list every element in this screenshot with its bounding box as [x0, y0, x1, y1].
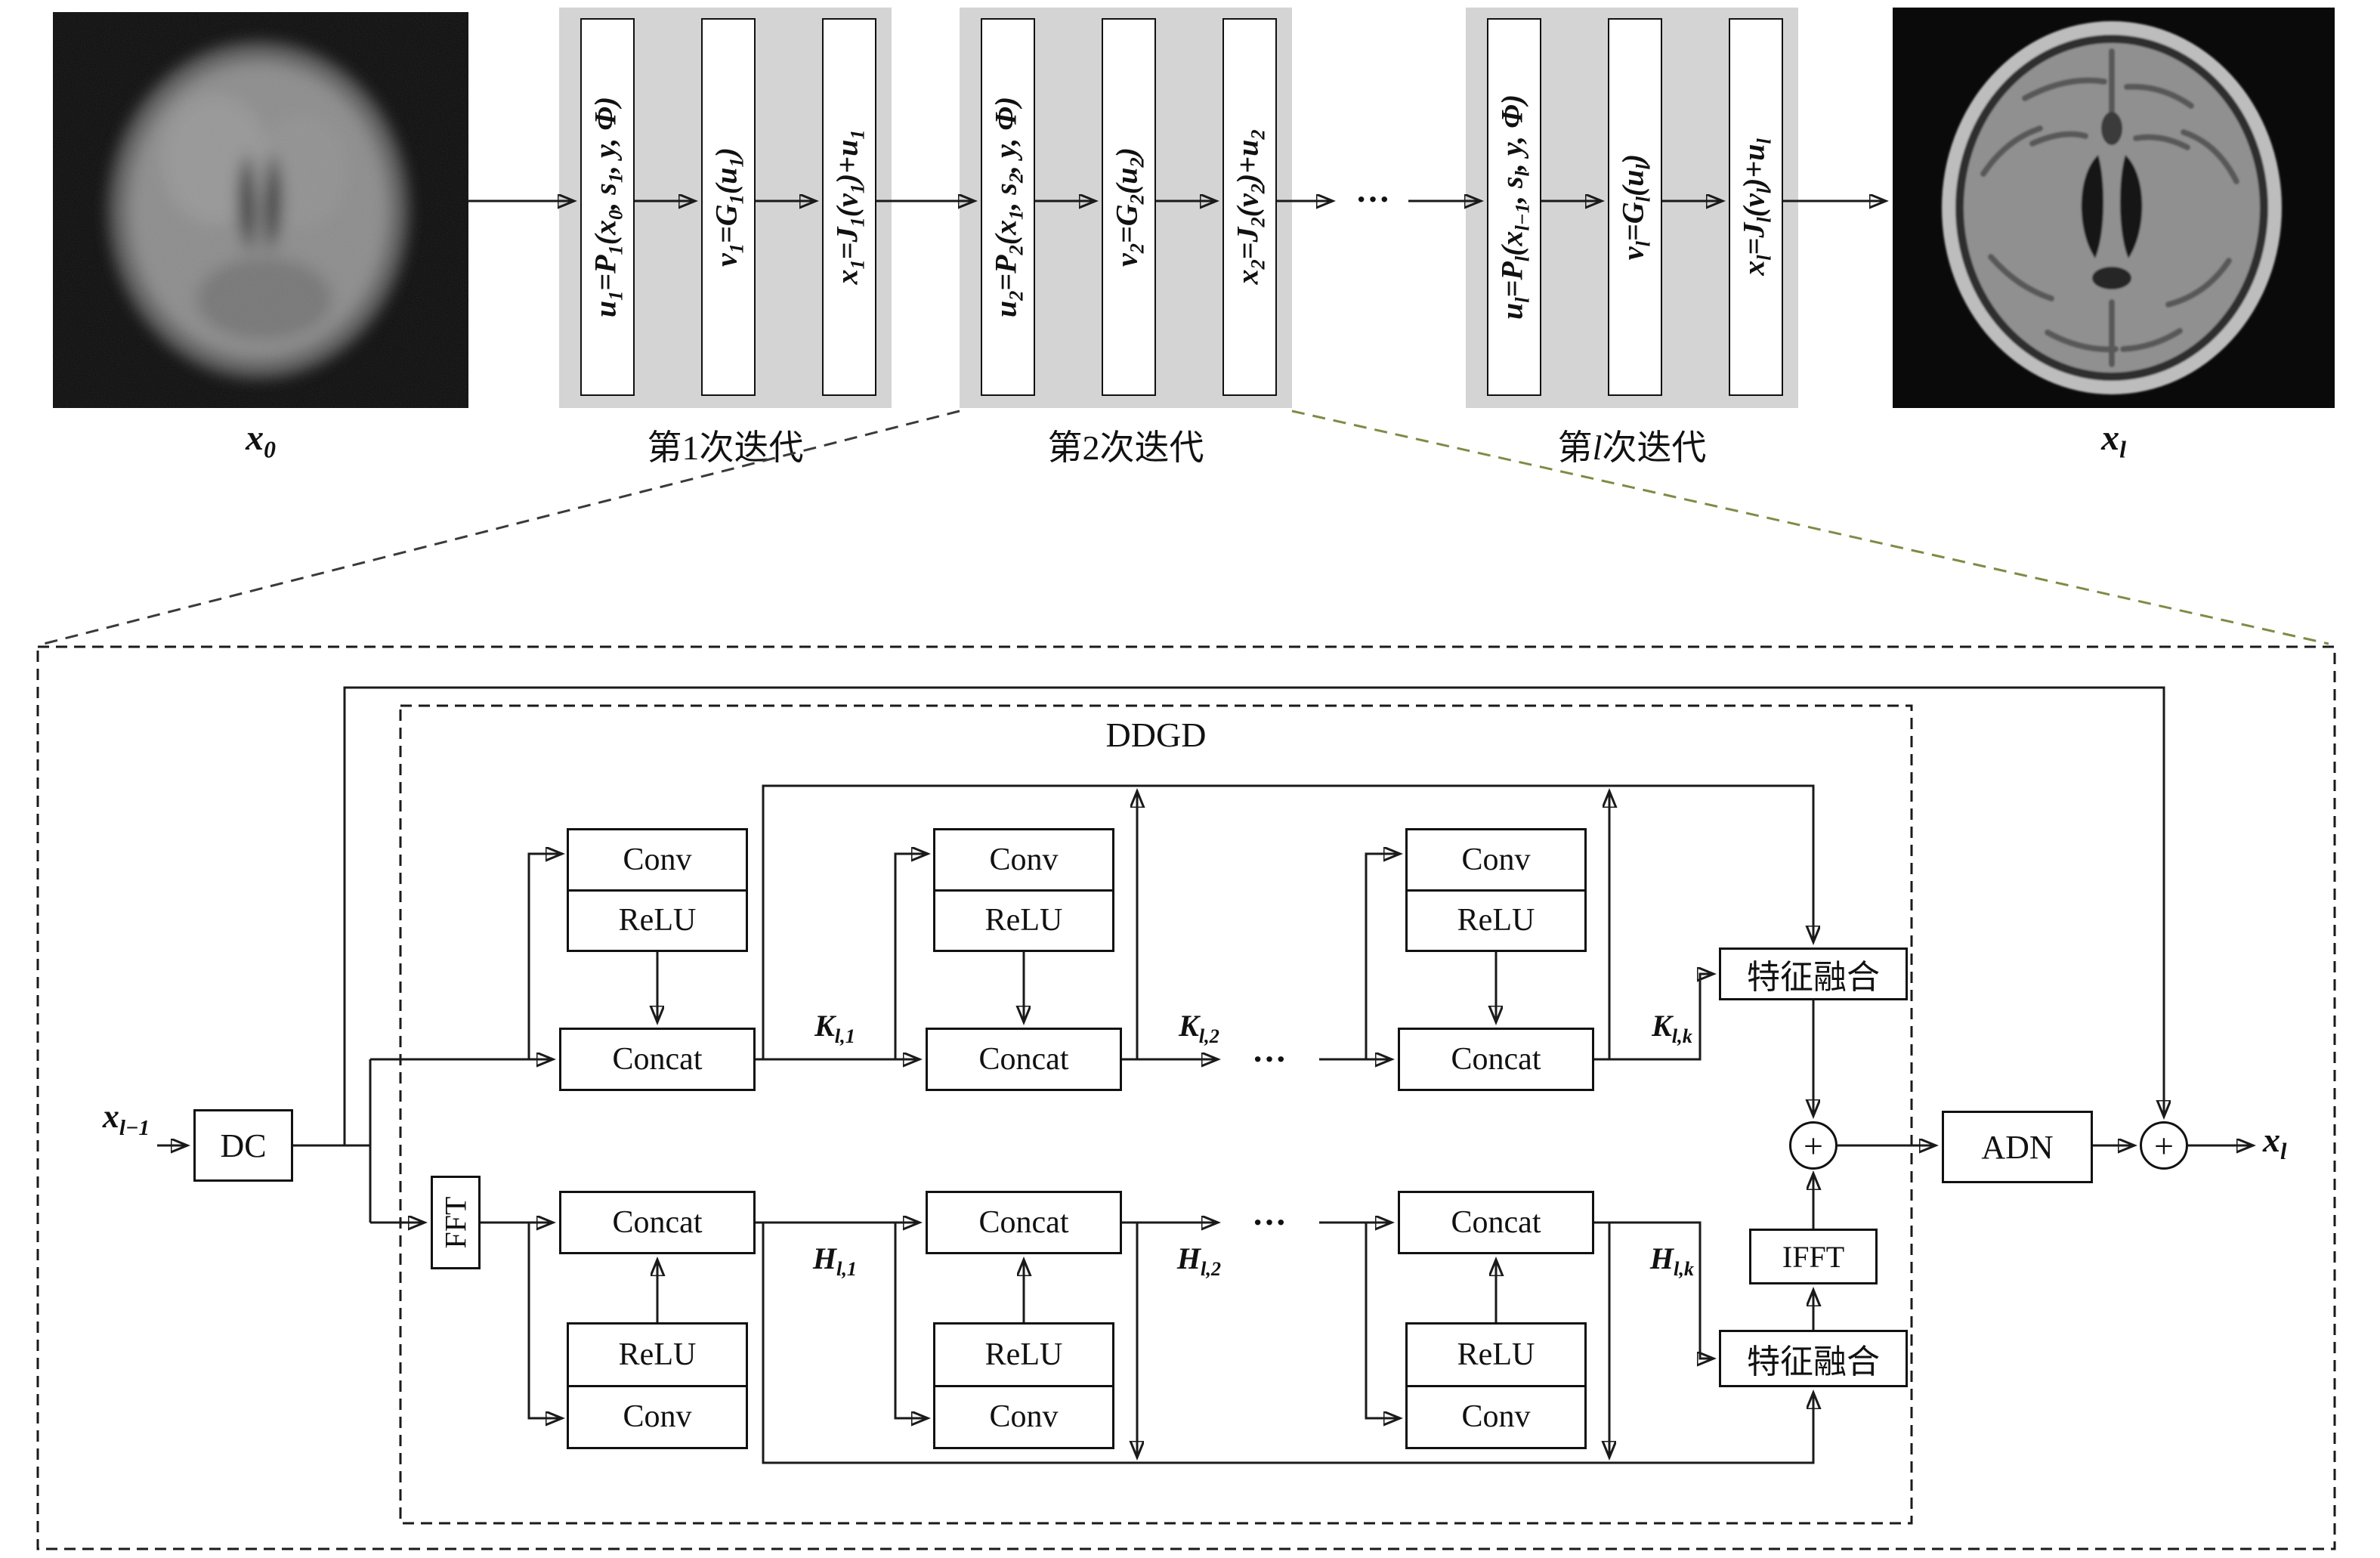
relu-label: ReLU: [984, 903, 1063, 938]
relu-conv-block-h1: ReLU Conv: [567, 1322, 748, 1449]
fft-box: FFT: [431, 1176, 481, 1269]
ifft-box: IFFT: [1749, 1229, 1878, 1284]
concat-box-hk: Concat: [1398, 1191, 1594, 1254]
output-mri-image: [1893, 8, 2335, 408]
output-image-caption: xl: [2101, 418, 2126, 463]
iter2-step1-box: u2=P2(x1, s2, y, Φ): [981, 18, 1035, 396]
conv-label: Conv: [935, 830, 1112, 892]
relu-label: ReLU: [1408, 1325, 1584, 1387]
ddgd-input-label: xl−1: [102, 1098, 150, 1140]
sum-node-1: +: [1789, 1121, 1838, 1170]
concat-box-k1: Concat: [559, 1028, 756, 1091]
iterl-step1-formula: ul=Pl(xl−1, sl, y, Φ): [1494, 94, 1534, 320]
ddgd-output-label: xl: [2263, 1121, 2287, 1165]
concat-box-h1: Concat: [559, 1191, 756, 1254]
conv-label: Conv: [989, 1399, 1059, 1435]
bottom-chain-ellipsis: ···: [1251, 1203, 1287, 1241]
iteration-block-2: u2=P2(x1, s2, y, Φ) v2=G2(u2) x2=J2(v2)+…: [960, 8, 1292, 408]
relu-label: ReLU: [569, 1325, 746, 1387]
iteration-block-l: ul=Pl(xl−1, sl, y, Φ) vl=Gl(ul) xl=Jl(vl…: [1466, 8, 1798, 408]
iterl-step3-formula: xl=Jl(vl)+ul: [1736, 138, 1776, 276]
concat-box-kk: Concat: [1398, 1028, 1594, 1091]
adn-box: ADN: [1942, 1111, 2093, 1183]
iterl-step3-box: xl=Jl(vl)+ul: [1729, 18, 1783, 396]
iteration2-caption: 第2次迭代: [1047, 428, 1204, 467]
conv-label: Conv: [623, 1399, 692, 1435]
iter1-step2-formula: v1=G1(u1): [709, 147, 748, 267]
relu-label: ReLU: [935, 1325, 1112, 1387]
output-mri-drawing: [1893, 8, 2335, 408]
conv-label: Conv: [1461, 1399, 1531, 1435]
iter1-step3-box: x1=J1(v1)+u1: [822, 18, 876, 396]
conv-label: Conv: [569, 830, 746, 892]
iterl-step1-box: ul=Pl(xl−1, sl, y, Φ): [1487, 18, 1541, 396]
iter2-step1-formula: u2=P2(x1, s2, y, Φ): [988, 96, 1028, 318]
iter2-step3-box: x2=J2(v2)+u2: [1222, 18, 1277, 396]
iter2-step2-formula: v2=G2(u2): [1109, 147, 1148, 267]
input-mri-image: [53, 12, 468, 408]
relu-label: ReLU: [618, 903, 697, 938]
plus-icon: +: [1804, 1126, 1823, 1165]
h1-feature-label: Hl,1: [812, 1241, 858, 1280]
conv-relu-block-k1: Conv ReLU: [567, 828, 748, 952]
iter2-step2-box: v2=G2(u2): [1102, 18, 1156, 396]
conv-label: Conv: [1408, 830, 1584, 892]
iter1-step1-formula: u1=P1(x0, s1, y, Φ): [588, 96, 627, 318]
concat-box-k2: Concat: [926, 1028, 1122, 1091]
sum-node-2: +: [2140, 1121, 2188, 1170]
ddgd-title: DDGD: [1105, 716, 1207, 754]
iterl-step2-box: vl=Gl(ul): [1608, 18, 1662, 396]
relu-conv-block-h2: ReLU Conv: [933, 1322, 1114, 1449]
iterationl-caption: 第l次迭代: [1557, 428, 1707, 467]
iteration1-caption: 第1次迭代: [647, 428, 804, 467]
fft-label: FFT: [438, 1196, 473, 1249]
conv-relu-block-kk: Conv ReLU: [1405, 828, 1587, 952]
relu-label: ReLU: [1457, 903, 1535, 938]
iter1-step2-box: v1=G1(u1): [701, 18, 756, 396]
iterl-step2-formula: vl=Gl(ul): [1615, 153, 1655, 261]
top-chain-ellipsis: ···: [1251, 1040, 1287, 1078]
iter1-step3-formula: x1=J1(v1)+u1: [830, 129, 869, 285]
h2-feature-label: Hl,2: [1176, 1241, 1222, 1280]
iteration-block-1: u1=P1(x0, s1, y, Φ) v1=G1(u1) x1=J1(v1)+…: [559, 8, 892, 408]
feature-fusion-bottom: 特征融合: [1719, 1330, 1908, 1387]
hk-feature-label: Hl,k: [1649, 1241, 1695, 1280]
iter1-step1-box: u1=P1(x0, s1, y, Φ): [580, 18, 635, 396]
k1-feature-label: Kl,1: [814, 1009, 855, 1047]
dc-box: DC: [193, 1109, 293, 1182]
input-image-caption: x0: [246, 418, 276, 463]
input-mri-drawing: [53, 12, 468, 408]
kk-feature-label: Kl,k: [1652, 1009, 1692, 1047]
plus-icon: +: [2154, 1126, 2174, 1165]
feature-fusion-top: 特征融合: [1719, 947, 1908, 1000]
relu-conv-block-hk: ReLU Conv: [1405, 1322, 1587, 1449]
conv-relu-block-k2: Conv ReLU: [933, 828, 1114, 952]
iter2-step3-formula: x2=J2(v2)+u2: [1230, 129, 1269, 285]
concat-box-h2: Concat: [926, 1191, 1122, 1254]
iteration-ellipsis: ···: [1355, 180, 1391, 218]
